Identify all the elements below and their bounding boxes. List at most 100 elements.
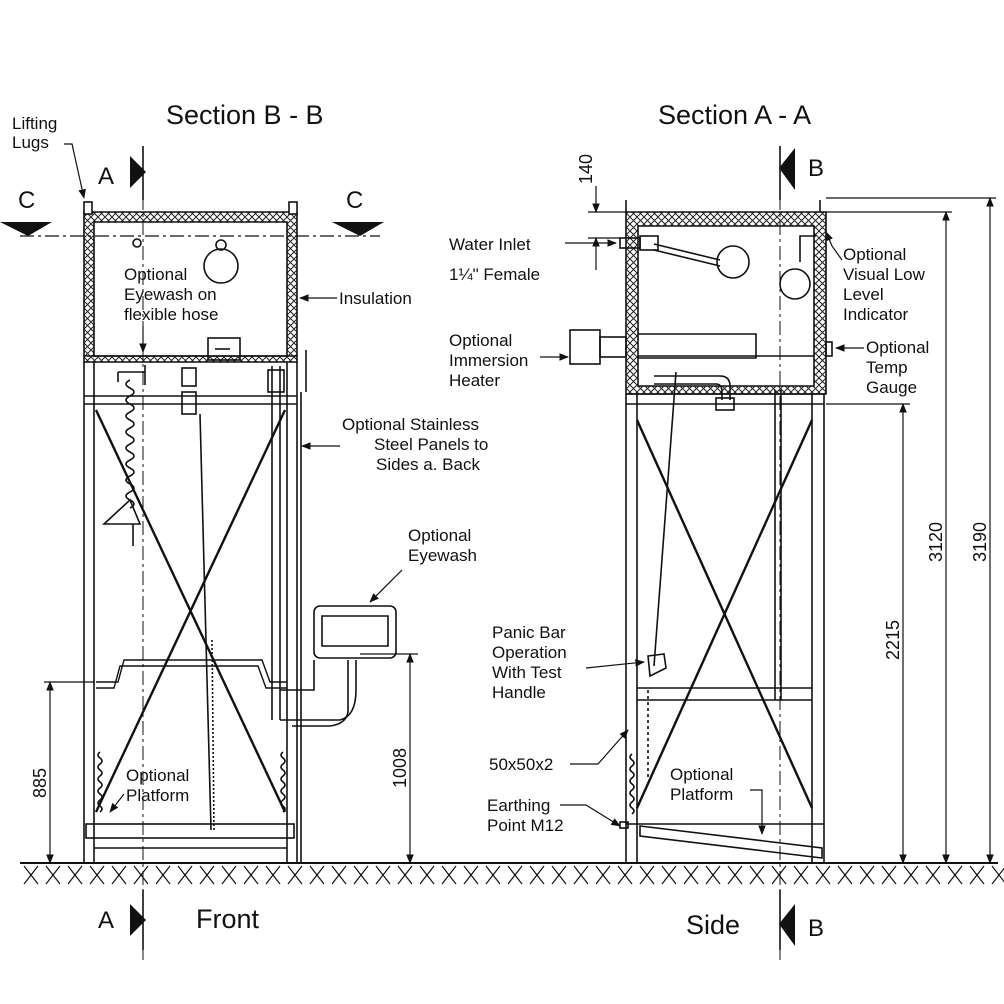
ground-hatch-mark xyxy=(309,865,325,885)
section-c-arrow-right xyxy=(332,222,384,236)
ground-hatch-mark xyxy=(89,865,105,885)
ground-hatch-mark xyxy=(397,865,413,885)
lifting-lugs-label: Lifting xyxy=(12,114,57,133)
section-b-title: Section B - B xyxy=(166,100,324,130)
ground-hatch-mark xyxy=(353,865,369,885)
front-view xyxy=(20,146,397,960)
dim-3190: 3190 xyxy=(970,522,990,562)
earthing-label: Point M12 xyxy=(487,816,564,835)
ground-hatch-mark xyxy=(969,865,985,885)
lifting-lug xyxy=(288,201,298,215)
section-b-arrow-bottom xyxy=(779,904,795,946)
ground-hatch-mark xyxy=(485,865,501,885)
visual-low-level-label: Optional xyxy=(843,245,906,264)
ground-hatch-mark xyxy=(793,865,809,885)
marker-b-top: B xyxy=(808,155,824,182)
ground-hatch-mark xyxy=(265,865,281,885)
ground-hatch-mark xyxy=(903,865,919,885)
marker-a-top: A xyxy=(98,163,114,190)
float-ball-side xyxy=(716,245,750,279)
tank-insulation-side xyxy=(625,211,827,395)
water-inlet-label: 1¼" Female xyxy=(449,265,540,284)
visual-low-level-label: Visual Low xyxy=(843,265,926,284)
platform xyxy=(85,823,295,839)
ground-hatch-mark xyxy=(155,865,171,885)
eyewash-bowl xyxy=(313,605,397,659)
ground-hatch-mark xyxy=(243,865,259,885)
platform-side xyxy=(639,825,823,859)
immersion-heater-label: Optional xyxy=(449,331,512,350)
temp-gauge-label: Gauge xyxy=(866,378,917,397)
immersion-heater-label: Heater xyxy=(449,371,500,390)
water-inlet-label: Water Inlet xyxy=(449,235,531,254)
marker-c-right: C xyxy=(346,187,363,214)
front-label: Front xyxy=(196,904,260,934)
optional-eyewash-label: Eyewash xyxy=(408,546,477,565)
panic-bar-label: Operation xyxy=(492,643,567,662)
ground-hatch-mark xyxy=(573,865,589,885)
eyewash-hose xyxy=(125,379,135,509)
ground-hatch-mark xyxy=(45,865,61,885)
ground-hatch-mark xyxy=(529,865,545,885)
ground-hatch-mark xyxy=(111,865,127,885)
stainless-panels-label: Optional Stainless xyxy=(342,415,479,434)
ground-hatch-mark xyxy=(925,865,941,885)
dim-2215: 2215 xyxy=(883,620,903,660)
dimension-lines xyxy=(44,186,996,864)
ground-hatch-mark xyxy=(771,865,787,885)
insulation-label: Insulation xyxy=(339,289,412,308)
eyewash-hose-label: Optional xyxy=(124,265,187,284)
ground-hatch-mark xyxy=(177,865,193,885)
ground-hatch-mark xyxy=(23,865,39,885)
ground-hatch-mark xyxy=(727,865,743,885)
section-arrows xyxy=(0,148,795,946)
dim-140: 140 xyxy=(576,154,596,184)
ground-hatch-mark xyxy=(419,865,435,885)
ground-hatch-mark xyxy=(287,865,303,885)
earthing-label: Earthing xyxy=(487,796,550,815)
ground-hatch-mark xyxy=(815,865,831,885)
dim-3120: 3120 xyxy=(926,522,946,562)
text-layer: Section B - B Section A - A Front Side A… xyxy=(12,100,990,942)
ground-hatch-mark xyxy=(67,865,83,885)
ground-hatch-mark xyxy=(441,865,457,885)
optional-eyewash-label: Optional xyxy=(408,526,471,545)
immersion-heater-label: Immersion xyxy=(449,351,528,370)
stainless-panels-label: Sides a. Back xyxy=(376,455,480,474)
panic-bar-label: With Test xyxy=(492,663,562,682)
tube-size-label: 50x50x2 xyxy=(489,755,553,774)
ground-hatch-mark xyxy=(749,865,765,885)
platform-left-label: Optional xyxy=(126,766,189,785)
ground-hatch-mark xyxy=(331,865,347,885)
marker-b-bottom: B xyxy=(808,915,824,942)
side-view xyxy=(569,146,833,960)
ground-hatch-mark xyxy=(639,865,655,885)
dim-885: 885 xyxy=(30,768,50,798)
ground-hatch-mark xyxy=(859,865,875,885)
immersion-heater xyxy=(569,329,601,365)
temp-gauge-label: Temp xyxy=(866,358,908,377)
ground-hatch-mark xyxy=(199,865,215,885)
eyewash-hose-label: Eyewash on xyxy=(124,285,217,304)
section-a-title: Section A - A xyxy=(658,100,811,130)
ground-hatch-mark xyxy=(837,865,853,885)
ground-hatch-mark xyxy=(661,865,677,885)
panic-bar-label: Handle xyxy=(492,683,546,702)
ground-hatching xyxy=(23,865,1004,885)
ground-hatch-mark xyxy=(881,865,897,885)
ground-hatch-mark xyxy=(947,865,963,885)
eyewash-head xyxy=(101,498,142,525)
dim-1008: 1008 xyxy=(390,748,410,788)
ground-hatch-mark xyxy=(375,865,391,885)
platform-left-label: Platform xyxy=(126,786,189,805)
section-b-arrow-top xyxy=(779,148,795,190)
ground-hatch-mark xyxy=(507,865,523,885)
section-c-arrow-left xyxy=(0,222,52,236)
ground-hatch-mark xyxy=(463,865,479,885)
ground-hatch-mark xyxy=(595,865,611,885)
section-a-arrow-bottom xyxy=(130,904,146,936)
section-a-arrow-top xyxy=(130,156,146,188)
ground-hatch-mark xyxy=(551,865,567,885)
lifting-lugs-label: Lugs xyxy=(12,133,49,152)
